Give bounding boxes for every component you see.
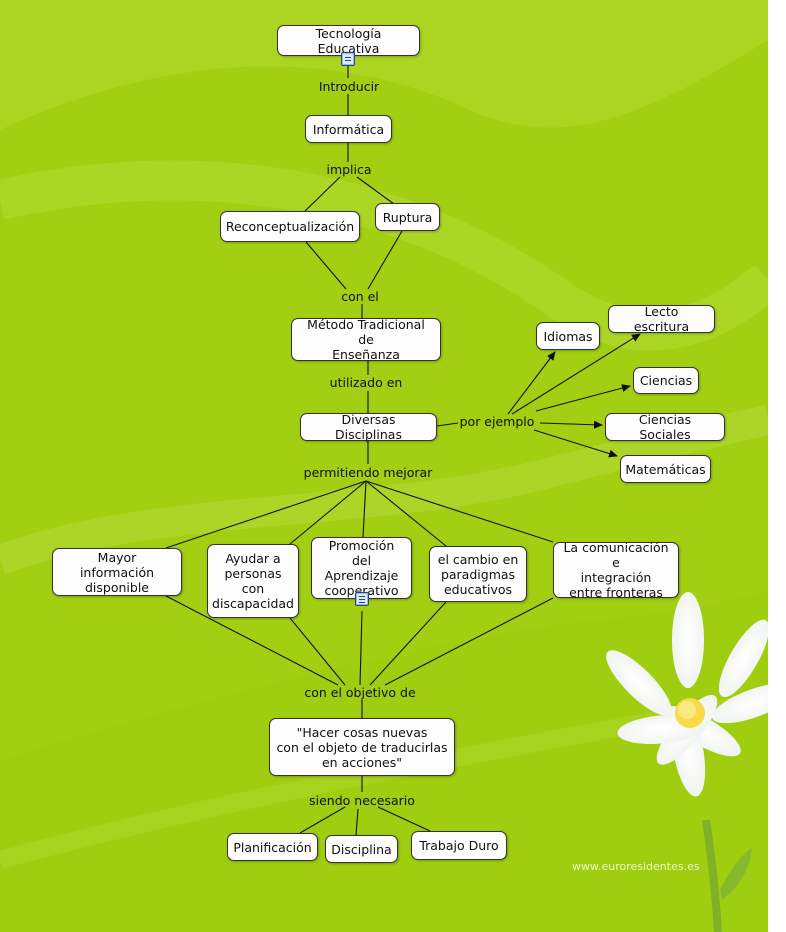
node-disciplina[interactable]: Disciplina (325, 835, 398, 863)
node-metodo-tradicional[interactable]: Método Tradicional de Enseñanza (291, 317, 441, 362)
node-ciencias-sociales[interactable]: Ciencias Sociales (605, 412, 725, 442)
link-introducir: Introducir (318, 79, 380, 94)
link-siendo-necesario: siendo necesario (309, 793, 415, 808)
node-planificacion[interactable]: Planificación (227, 833, 318, 861)
node-comunicacion-integracion[interactable]: La comunicación e integración entre fron… (553, 540, 679, 600)
image-icon[interactable] (341, 52, 355, 66)
node-ayudar-personas[interactable]: Ayudar a personas con discapacidad (207, 544, 299, 618)
link-implica: implica (326, 162, 372, 177)
node-hacer-cosas-nuevas[interactable]: "Hacer cosas nuevas con el objeto de tra… (269, 718, 455, 776)
node-informatica[interactable]: Informática (305, 115, 392, 143)
connection-lines (165, 66, 641, 836)
node-ruptura[interactable]: Ruptura (375, 203, 440, 231)
node-trabajo-duro[interactable]: Trabajo Duro (411, 831, 507, 860)
link-con-el-objetivo-de: con el objetivo de (304, 685, 416, 700)
node-ciencias[interactable]: Ciencias (633, 367, 699, 394)
node-mayor-informacion[interactable]: Mayor información disponible (52, 548, 182, 596)
watermark: www.euroresidentes.es (572, 860, 700, 873)
link-con-el: con el (341, 289, 379, 304)
concept-map: Tecnología Educativa Introducir Informát… (0, 0, 768, 932)
document-icon[interactable] (355, 592, 369, 606)
node-promocion-aprendizaje[interactable]: Promoción del Aprendizaje cooperativo (311, 537, 412, 599)
node-reconceptualizacion[interactable]: Reconceptualización (220, 211, 360, 242)
node-idiomas[interactable]: Idiomas (536, 322, 600, 350)
node-tecnologia-educativa[interactable]: Tecnología Educativa (277, 25, 420, 56)
daisy-illustration (606, 592, 768, 932)
node-cambio-paradigmas[interactable]: el cambio en paradigmas educativos (429, 546, 527, 602)
node-lecto-escritura[interactable]: Lecto escritura (608, 304, 715, 334)
node-matematicas[interactable]: Matemáticas (620, 455, 711, 483)
link-permitiendo-mejorar: permitiendo mejorar (303, 465, 433, 480)
link-por-ejemplo: por ejemplo (459, 414, 535, 429)
node-diversas-disciplinas[interactable]: Diversas Disciplinas (300, 412, 437, 442)
link-utilizado-en: utilizado en (329, 375, 403, 390)
